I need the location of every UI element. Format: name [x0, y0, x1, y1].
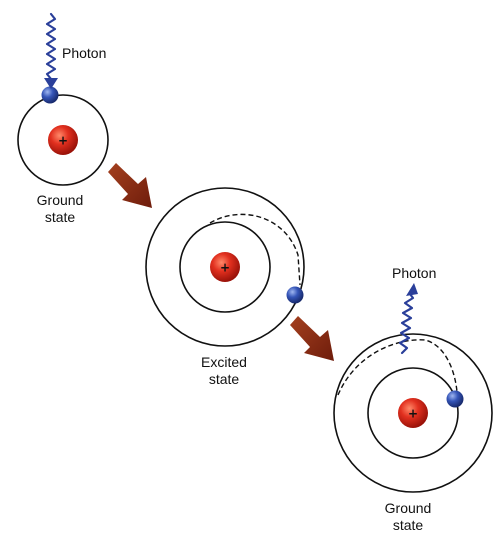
nucleus-charge: + [408, 407, 418, 421]
photon-wave-icon [398, 292, 415, 355]
ground-state-atom-1: + [17, 86, 109, 186]
photon-out-label: Photon [392, 265, 436, 281]
electron-icon [286, 286, 304, 304]
photon-arrowhead-icon [406, 283, 418, 296]
inner-orbit [367, 367, 459, 459]
photon-arrowhead-icon [44, 78, 58, 89]
arrow-icon [108, 163, 152, 208]
excited-state-label-line1: Excited [201, 354, 247, 370]
excited-state-label-line2: state [209, 371, 240, 387]
electron-path [337, 339, 458, 396]
outgoing-photon: Photon [392, 265, 436, 355]
electron-icon [446, 390, 464, 408]
photon-in-label: Photon [62, 45, 106, 61]
nucleus-charge: + [58, 134, 68, 148]
nucleus-icon [210, 252, 240, 282]
ground-state-2-label-line1: Ground [385, 500, 432, 516]
ground-state-1-label-line1: Ground [37, 192, 84, 208]
electron-icon [41, 86, 59, 104]
incoming-photon: Photon [44, 12, 106, 89]
excited-state-atom: + [145, 187, 305, 347]
inner-orbit [17, 94, 109, 186]
nucleus-charge: + [220, 261, 230, 275]
ground-state-atom-2: + [333, 333, 493, 493]
photon-wave-icon [45, 12, 57, 81]
transition-arrow-2 [290, 316, 334, 361]
electron-path [209, 213, 301, 286]
outer-orbit [333, 333, 493, 493]
arrow-icon [290, 316, 334, 361]
nucleus-icon [398, 398, 428, 428]
outer-orbit [145, 187, 305, 347]
transition-arrow-1 [108, 163, 152, 208]
inner-orbit [179, 221, 271, 313]
nucleus-icon [48, 125, 78, 155]
ground-state-1-label-line2: state [45, 209, 76, 225]
ground-state-2-label-line2: state [393, 517, 424, 533]
